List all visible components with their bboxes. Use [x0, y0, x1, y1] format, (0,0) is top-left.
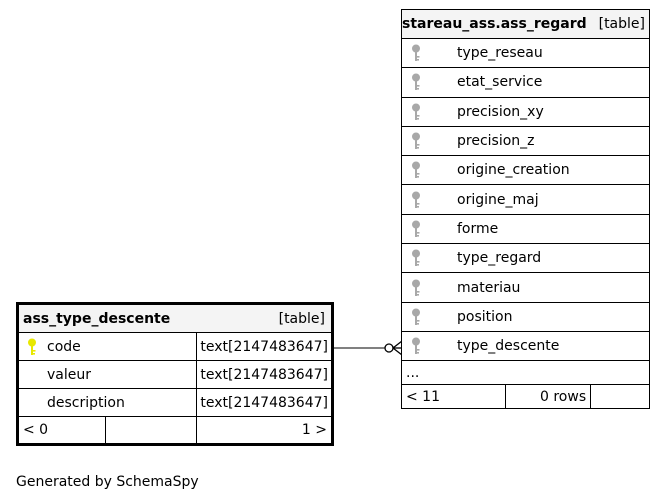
generated-by-credit: Generated by SchemaSpy	[16, 474, 199, 490]
column-name[interactable]: position	[457, 308, 513, 325]
column-row[interactable]: materiau	[401, 272, 650, 303]
column-name[interactable]: valeur	[47, 366, 91, 383]
column-name[interactable]: precision_z	[457, 133, 535, 150]
column-datatype: text[2147483647]	[196, 332, 333, 361]
column-datatype: text[2147483647]	[196, 360, 333, 389]
column-name-cell: description	[16, 388, 198, 417]
column-row[interactable]: forme	[401, 213, 650, 245]
table-ass-regard[interactable]: stareau_ass.ass_regard [table] type_rese…	[400, 9, 650, 410]
table-footer: < 11 0 rows	[400, 384, 650, 410]
column-name[interactable]: etat_service	[457, 74, 543, 91]
footer-children[interactable]: 1 >	[196, 416, 333, 445]
column-row[interactable]: valeur text[2147483647]	[16, 360, 333, 389]
footer-blank	[590, 384, 650, 410]
foreign-key-icon	[411, 279, 457, 297]
foreign-key-icon	[411, 73, 457, 91]
table-ass-type-descente[interactable]: ass_type_descente [table] code text[21474…	[16, 302, 334, 446]
table-footer: < 0 1 >	[17, 416, 333, 445]
column-name[interactable]: type_reseau	[457, 45, 543, 62]
column-name-cell: code	[16, 332, 198, 361]
column-cell: precision_z	[401, 125, 650, 157]
column-cell: type_reseau	[401, 37, 650, 69]
column-cell: etat_service	[401, 67, 650, 98]
table-header: stareau_ass.ass_regard [table]	[400, 9, 650, 39]
column-row[interactable]: precision_z	[401, 125, 650, 157]
column-name[interactable]: type_descente	[457, 338, 560, 355]
foreign-key-icon	[411, 44, 457, 62]
footer-blank	[104, 416, 198, 445]
column-cell: position	[401, 301, 650, 332]
foreign-key-icon	[411, 161, 457, 179]
column-name[interactable]: precision_xy	[457, 103, 544, 120]
column-cell: materiau	[401, 272, 650, 303]
column-datatype: text[2147483647]	[196, 388, 333, 417]
table-type: [table]	[196, 303, 333, 333]
column-name[interactable]: origine_maj	[457, 191, 539, 208]
column-row[interactable]: code text[2147483647]	[16, 332, 333, 361]
column-cell: origine_maj	[401, 184, 650, 215]
ellipsis-row: ...	[401, 360, 650, 386]
column-name[interactable]: code	[47, 338, 81, 355]
column-row[interactable]: type_regard	[401, 243, 650, 274]
zero-marker	[384, 343, 394, 353]
column-cell: forme	[401, 213, 650, 245]
column-name[interactable]: description	[47, 394, 125, 411]
column-row[interactable]: type_descente	[401, 330, 650, 362]
column-name-cell: valeur	[16, 360, 198, 389]
column-cell: type_regard	[401, 243, 650, 274]
column-row[interactable]: etat_service	[401, 67, 650, 98]
foreign-key-icon	[411, 308, 457, 326]
column-row[interactable]: origine_creation	[401, 155, 650, 186]
foreign-key-icon	[411, 337, 457, 355]
foreign-key-icon	[411, 249, 457, 267]
footer-parents[interactable]: < 0	[17, 416, 106, 445]
column-row[interactable]: precision_xy	[401, 96, 650, 127]
primary-key-icon	[27, 338, 47, 356]
ellipsis: ...	[401, 360, 650, 386]
column-cell: precision_xy	[401, 96, 650, 127]
footer-parents[interactable]: < 11	[400, 384, 507, 410]
column-name[interactable]: type_regard	[457, 250, 542, 267]
column-cell: type_descente	[401, 330, 650, 362]
table-name[interactable]: stareau_ass.ass_regard	[400, 9, 591, 39]
table-header: ass_type_descente [table]	[16, 303, 333, 333]
column-name[interactable]: origine_creation	[457, 162, 570, 179]
footer-rows: 0 rows	[505, 384, 592, 410]
column-row[interactable]: type_reseau	[401, 37, 650, 69]
foreign-key-icon	[411, 220, 457, 238]
foreign-key-icon	[411, 103, 457, 121]
column-name[interactable]: materiau	[457, 279, 521, 296]
column-row[interactable]: origine_maj	[401, 184, 650, 215]
column-name[interactable]: forme	[457, 220, 499, 237]
column-row[interactable]: position	[401, 301, 650, 332]
foreign-key-icon	[411, 132, 457, 150]
table-type: [table]	[590, 9, 650, 39]
crowfoot-lower	[392, 347, 403, 356]
foreign-key-icon	[411, 191, 457, 209]
table-name[interactable]: ass_type_descente	[16, 303, 197, 333]
column-cell: origine_creation	[401, 155, 650, 186]
column-row[interactable]: description text[2147483647]	[16, 388, 333, 417]
crowfoot-upper	[392, 340, 403, 349]
